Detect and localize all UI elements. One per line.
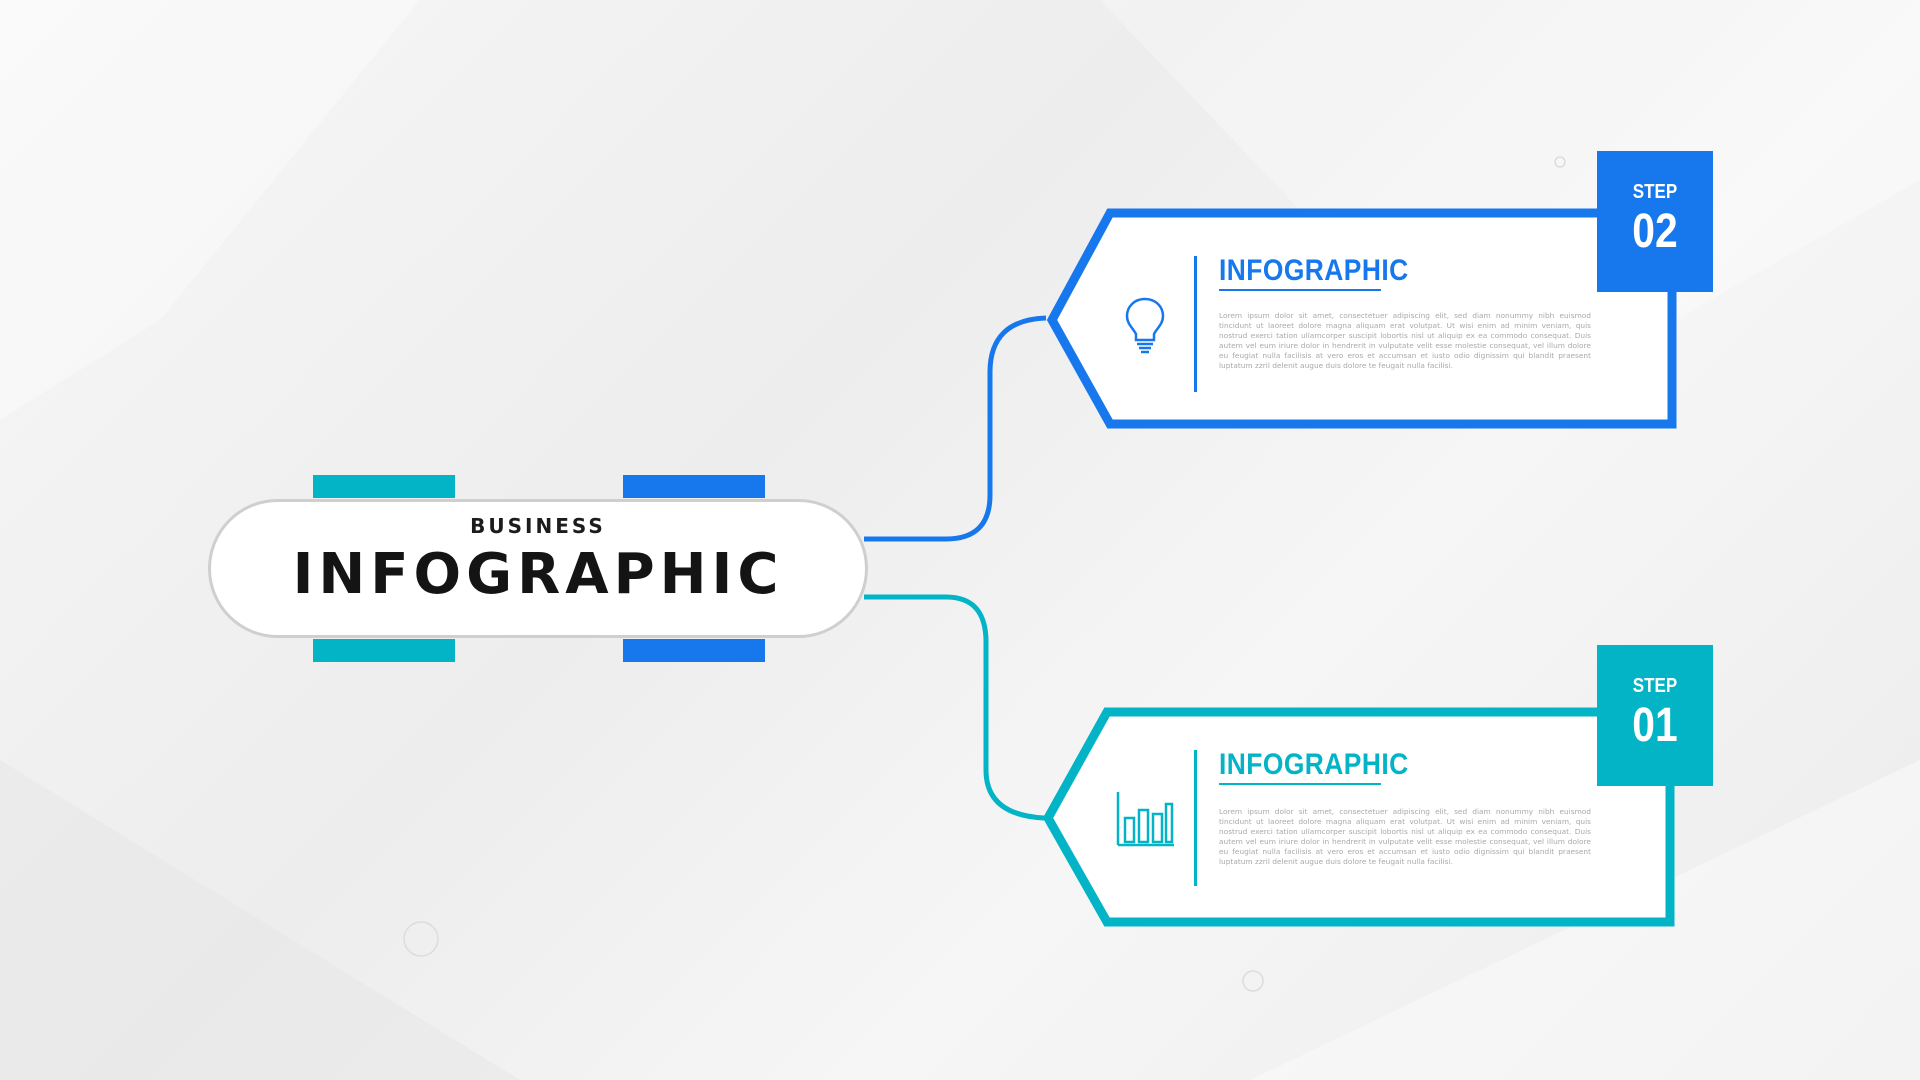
title-bar-bottom-left bbox=[313, 639, 455, 662]
step-02-number: 02 bbox=[1632, 205, 1678, 258]
title-main: INFOGRAPHIC bbox=[292, 542, 784, 607]
step-02-heading-underline bbox=[1219, 289, 1381, 291]
title-subtitle: BUSINESS bbox=[470, 514, 606, 538]
step-02-divider bbox=[1194, 256, 1197, 392]
bar-chart-icon bbox=[1116, 792, 1174, 847]
connector-step-02 bbox=[864, 315, 1047, 542]
card-step-02-outline bbox=[1046, 208, 1677, 429]
step-01-number: 01 bbox=[1632, 699, 1678, 752]
step-01-body: Lorem ipsum dolor sit amet, consectetuer… bbox=[1219, 807, 1591, 866]
title-bar-top-left bbox=[313, 475, 455, 498]
step-01-divider bbox=[1194, 750, 1197, 886]
step-01-badge: STEP 01 bbox=[1597, 645, 1713, 786]
step-02-badge: STEP 02 bbox=[1597, 151, 1713, 292]
title-pill bbox=[208, 499, 868, 638]
title-bar-top-right bbox=[623, 475, 765, 498]
connector-step-01 bbox=[864, 594, 1045, 821]
card-step-01-outline bbox=[1042, 707, 1675, 927]
step-02-body: Lorem ipsum dolor sit amet, consectetuer… bbox=[1219, 311, 1591, 370]
step-02-label: STEP bbox=[1632, 181, 1678, 203]
step-01-label: STEP bbox=[1632, 675, 1678, 697]
step-01-heading-underline bbox=[1219, 783, 1381, 785]
step-02-heading: INFOGRAPHIC bbox=[1219, 254, 1409, 287]
lightbulb-icon bbox=[1125, 297, 1165, 354]
title-bar-bottom-right bbox=[623, 639, 765, 662]
step-01-heading: INFOGRAPHIC bbox=[1219, 748, 1409, 781]
